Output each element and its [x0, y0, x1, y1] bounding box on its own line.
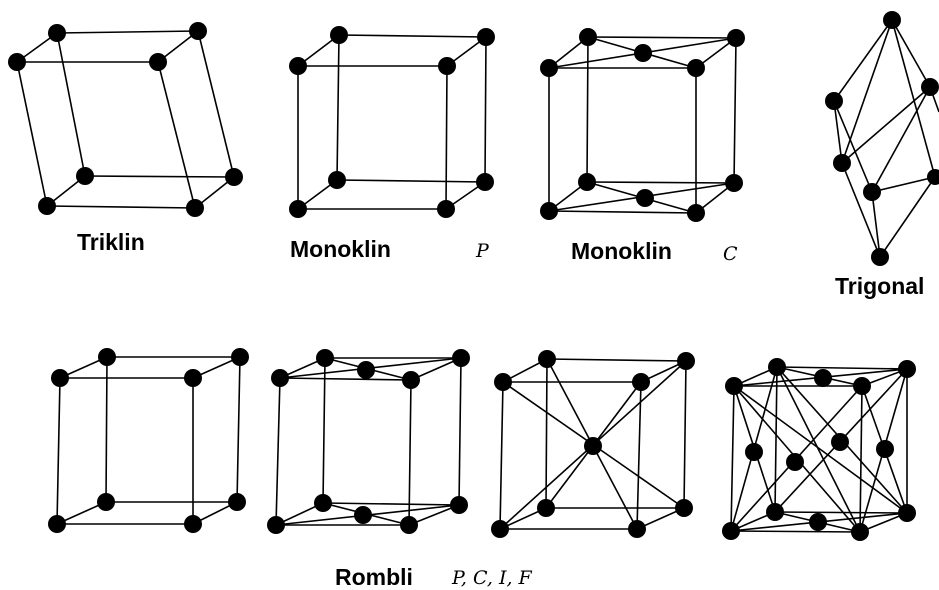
lattice-node	[48, 24, 66, 42]
label-triclinic: Triklin	[77, 229, 145, 255]
lattice-face-center-node	[636, 189, 654, 207]
lattice-face-center-node	[354, 506, 372, 524]
lattice-face-center-node	[786, 453, 804, 471]
lattice-node	[97, 493, 115, 511]
lattice-node	[675, 499, 693, 517]
lattice-node	[231, 348, 249, 366]
lattice-node	[927, 169, 939, 185]
lattice-node	[687, 59, 705, 77]
lattice-node	[833, 154, 851, 172]
lattice-node	[883, 11, 901, 29]
lattice-node	[402, 371, 420, 389]
lattice-node	[189, 22, 207, 40]
lattice-node	[328, 171, 346, 189]
lattice-node	[540, 202, 558, 220]
lattice-node	[8, 53, 26, 71]
lattice-node	[540, 59, 558, 77]
lattice-node	[871, 248, 889, 266]
lattice-orthorhombic-c	[267, 349, 470, 534]
symbol-orthorhombic: P, C, I, F	[452, 567, 532, 589]
lattice-orthorhombic-i	[491, 350, 695, 538]
lattice-node	[437, 200, 455, 218]
lattice-node	[48, 515, 66, 533]
lattice-node	[186, 199, 204, 217]
lattice-node	[687, 204, 705, 222]
lattice-node	[898, 504, 916, 522]
label-trigonal: Trigonal	[835, 273, 925, 299]
lattice-node	[289, 57, 307, 75]
lattice-node	[330, 26, 348, 44]
lattice-node	[452, 349, 470, 367]
lattice-node	[628, 520, 646, 538]
lattice-monoclinic-c	[540, 28, 745, 222]
lattice-node	[494, 373, 512, 391]
lattice-face-center-node	[745, 443, 763, 461]
lattice-node	[537, 499, 555, 517]
symbol-monoclinic-c: C	[723, 243, 738, 265]
lattice-node	[677, 352, 695, 370]
lattice-trigonal	[825, 11, 939, 266]
lattice-node	[722, 522, 740, 540]
lattice-face-center-node	[831, 433, 849, 451]
lattice-node	[476, 173, 494, 191]
lattice-node	[766, 503, 784, 521]
lattice-node	[38, 197, 56, 215]
lattice-node	[51, 369, 69, 387]
lattice-node	[825, 92, 843, 110]
lattice-node	[314, 494, 332, 512]
lattice-node	[538, 350, 556, 368]
lattice-node	[898, 360, 916, 378]
lattice-node	[149, 53, 167, 71]
lattice-node	[267, 516, 285, 534]
lattice-orthorhombic-p	[48, 348, 249, 533]
label-orthorhombic: Rombli	[335, 564, 413, 590]
lattice-face-center-node	[876, 440, 894, 458]
lattice-orthorhombic-f	[722, 358, 916, 541]
lattice-node	[477, 28, 495, 46]
lattice-node	[579, 28, 597, 46]
lattice-node	[851, 523, 869, 541]
lattice-node	[316, 349, 334, 367]
lattice-node	[863, 183, 881, 201]
lattice-node	[491, 520, 509, 538]
lattice-face-center-node	[809, 513, 827, 531]
lattice-node	[289, 200, 307, 218]
label-monoclinic-p: Monoklin	[290, 236, 391, 262]
lattice-node	[76, 167, 94, 185]
lattice-node	[98, 348, 116, 366]
lattice-node	[768, 358, 786, 376]
lattice-node	[725, 377, 743, 395]
lattice-monoclinic-p	[289, 26, 495, 218]
lattice-node	[184, 369, 202, 387]
lattice-node	[725, 174, 743, 192]
lattice-node	[853, 377, 871, 395]
label-monoclinic-c: Monoklin	[571, 238, 672, 264]
lattice-node	[400, 516, 418, 534]
lattice-body-center-node	[584, 437, 602, 455]
lattice-node	[225, 168, 243, 186]
lattice-face-center-node	[357, 361, 375, 379]
lattice-node	[727, 29, 745, 47]
lattice-node	[228, 493, 246, 511]
lattice-node	[450, 496, 468, 514]
lattice-node	[271, 369, 289, 387]
lattice-node	[578, 173, 596, 191]
lattice-face-center-node	[814, 369, 832, 387]
lattice-node	[632, 373, 650, 391]
lattice-node	[921, 78, 939, 96]
lattice-face-center-node	[634, 44, 652, 62]
lattice-node	[184, 515, 202, 533]
lattice-node	[438, 57, 456, 75]
symbol-monoclinic-p: P	[476, 240, 489, 262]
lattice-triclinic	[8, 22, 243, 217]
